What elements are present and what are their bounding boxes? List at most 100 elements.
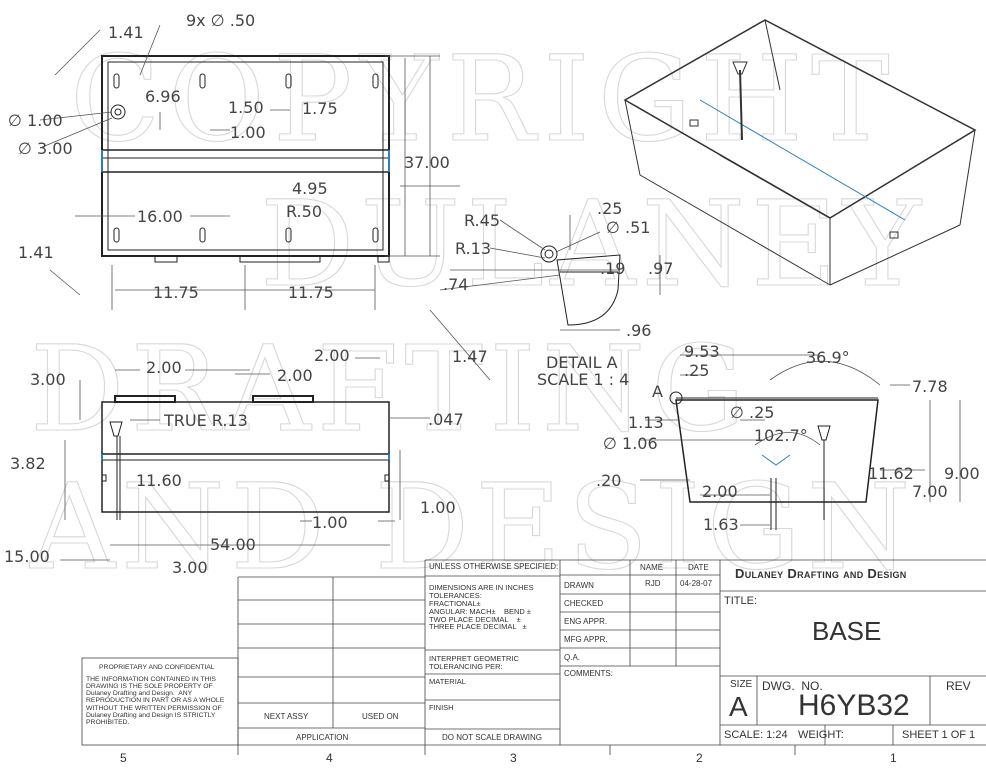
dimension-label: 1.41	[18, 243, 54, 262]
dimension-label: 3.00	[172, 558, 208, 577]
zone-number: 3	[510, 751, 517, 765]
dimension-label: 11.75	[153, 283, 199, 302]
size-label: SIZE	[730, 679, 753, 690]
detail-a-dimensions: R.45 .25 ∅ .51 R.13 .19 .97 .74 .96 1.47…	[443, 199, 673, 389]
dimension-label: 9.53	[684, 342, 720, 361]
front-view-dimensions: 2.00 2.00 2.00 3.00 TRUE R.13 .047 3.82 …	[4, 346, 464, 577]
do-not-scale: DO NOT SCALE DRAWING	[442, 733, 543, 742]
detail-scale: SCALE 1 : 4	[537, 370, 629, 389]
dimension-label: 54.00	[210, 535, 256, 554]
dimension-label: TRUE R.13	[163, 411, 248, 430]
title-block-grid	[81, 559, 986, 755]
dimension-label: R.13	[455, 239, 491, 258]
dimension-label: 9.00	[944, 464, 980, 483]
rev-label: REV	[946, 679, 971, 693]
watermark-line: COPYRIGHT	[70, 30, 898, 168]
dimension-label: 1.75	[302, 99, 338, 118]
dimension-label: 15.00	[4, 547, 50, 566]
eng-appr-label: ENG APPR.	[564, 617, 608, 626]
dimension-label: ∅ .51	[606, 218, 650, 237]
watermark-line: DRAFTING	[30, 320, 751, 458]
dimension-label: .25	[684, 361, 709, 380]
dimension-label: 102.7°	[754, 426, 808, 445]
dimension-label: 2.00	[146, 358, 182, 377]
scale-label: SCALE: 1:24	[724, 729, 788, 741]
dimension-label: 2.00	[277, 366, 313, 385]
interpret-text: INTERPRET GEOMETRIC TOLERANCING PER:	[429, 654, 519, 671]
dimension-label: 1.63	[703, 515, 739, 534]
tolerances-text: DIMENSIONS ARE IN INCHES TOLERANCES: FRA…	[429, 583, 534, 632]
top-view	[101, 55, 390, 263]
dimension-label: 9x ∅ .50	[186, 11, 255, 30]
side-view-dimension-lines	[640, 354, 961, 526]
drawn-date: 04-28-07	[680, 579, 713, 588]
dimension-label: 11.60	[136, 471, 182, 490]
watermark-line: DULANEY	[260, 175, 927, 313]
detail-title: DETAIL A	[546, 353, 618, 372]
proprietary-notice: THE INFORMATION CONTAINED IN THIS DRAWIN…	[86, 676, 225, 726]
copyright-watermark: COPYRIGHT DULANEY DRAFTING AND DESIGN	[28, 29, 927, 596]
detail-a-view	[540, 245, 621, 326]
dimension-label: ∅ .25	[730, 403, 774, 422]
dimension-label: 1.13	[628, 413, 664, 432]
zone-number: 1	[890, 751, 897, 765]
dimension-label: 1.47	[452, 347, 488, 366]
dimension-label: 2.00	[702, 482, 738, 501]
drawn-name: RJD	[645, 579, 661, 588]
used-on-label: USED ON	[362, 712, 399, 721]
dimension-label: 4.95	[292, 179, 328, 198]
front-view-dimension-lines	[60, 357, 430, 561]
zone-markers: 5 4 3 2 1	[120, 751, 897, 765]
side-view	[669, 391, 879, 530]
sheet-number: SHEET 1 OF 1	[902, 729, 976, 741]
sheet-size: A	[729, 691, 748, 722]
dimension-label: 7.00	[912, 482, 948, 501]
dimension-label: 11.75	[288, 283, 334, 302]
application-label: APPLICATION	[296, 733, 349, 742]
dimension-label: 6.96	[145, 87, 181, 106]
zone-number: 5	[120, 751, 127, 765]
dimension-label: ∅ 3.00	[18, 139, 73, 158]
dimension-label: .96	[626, 321, 651, 340]
dimension-label: ∅ 1.06	[603, 434, 658, 453]
dwg-no-label: DWG. NO.	[762, 679, 823, 693]
dimension-label: 3.82	[10, 454, 46, 473]
dimension-label: 2.00	[314, 346, 350, 365]
finish-label: FINISH	[429, 703, 454, 712]
company-name: Dulaney Drafting and Design	[735, 566, 907, 581]
dimension-label: R.45	[464, 211, 500, 230]
drawing-number: H6YB32	[798, 689, 910, 722]
dimension-label: ∅ 1.00	[8, 111, 63, 130]
next-assy-label: NEXT ASSY	[264, 712, 309, 721]
dimension-label: 11.62	[868, 464, 914, 483]
mfg-appr-label: MFG APPR.	[564, 635, 608, 644]
detail-a-dimension-lines	[429, 215, 661, 381]
dimension-label: 1.41	[108, 23, 144, 42]
dimension-label: 1.50	[228, 98, 264, 117]
dimension-label: R.50	[286, 202, 322, 221]
dimension-label: .25	[597, 199, 622, 218]
drawing-title: BASE	[812, 616, 882, 646]
material-label: MATERIAL	[429, 677, 466, 686]
dimension-label: .19	[600, 259, 625, 278]
qa-label: Q.A.	[564, 653, 581, 662]
comments-label: COMMENTS:	[564, 669, 613, 678]
dimension-label: .97	[648, 259, 673, 278]
watermark-line: AND DESIGN	[29, 458, 916, 596]
zone-number: 2	[696, 751, 703, 765]
zone-number: 4	[326, 751, 333, 765]
dimension-label: 1.00	[312, 513, 348, 532]
dimension-label: .20	[596, 471, 621, 490]
dimension-label: 1.00	[420, 498, 456, 517]
unless-specified: UNLESS OTHERWISE SPECIFIED:	[429, 562, 559, 571]
dimension-label: 37.00	[404, 153, 450, 172]
dimension-label: 7.78	[912, 377, 948, 396]
detail-callout-a: A	[652, 382, 663, 401]
front-view	[101, 395, 390, 520]
dimension-label: 1.00	[230, 123, 266, 142]
top-view-dimension-lines	[39, 24, 460, 310]
isometric-view	[623, 19, 977, 286]
dimension-label: .047	[428, 410, 464, 429]
dimension-label: .74	[443, 275, 468, 294]
